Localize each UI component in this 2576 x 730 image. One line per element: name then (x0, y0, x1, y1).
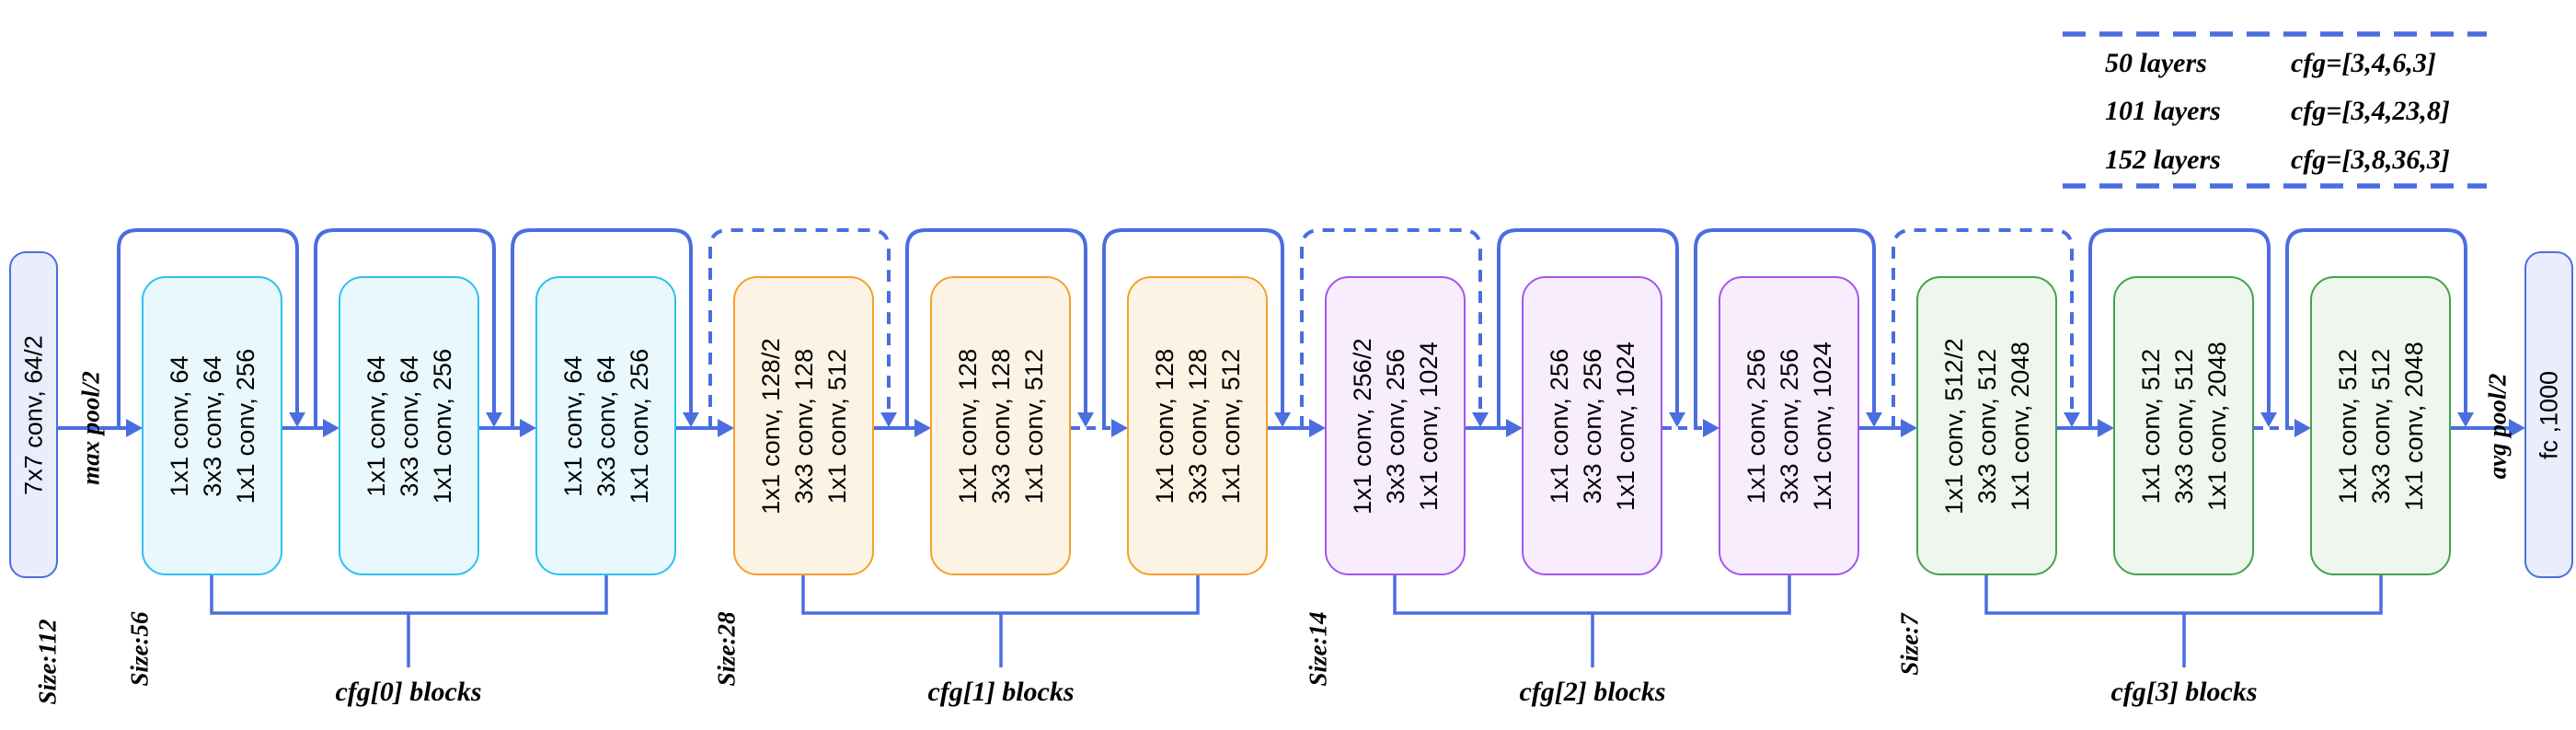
arrowheads (126, 412, 2525, 437)
cfg1-blocks-label: cfg[1] blocks (927, 677, 1075, 707)
conv-block-stage2-1: 1x1 conv, 256/2 3x3 conv, 256 1x1 conv, … (1325, 276, 1466, 575)
conv-block-stage3-2: 1x1 conv, 512 3x3 conv, 512 1x1 conv, 20… (2113, 276, 2254, 575)
skip-arc (117, 228, 299, 428)
fc-box: fc ,1000 (2524, 251, 2573, 578)
input-conv-label: 7x7 conv, 64/2 (19, 334, 47, 495)
size-label-112: Size:112 (33, 619, 62, 705)
legend-cfg-152: cfg=[3,8,36,3] (2291, 145, 2450, 175)
conv-block-text: 1x1 conv, 128 3x3 conv, 128 1x1 conv, 51… (953, 348, 1048, 504)
skip-arc (2088, 228, 2271, 428)
conv-block-text: 1x1 conv, 512 3x3 conv, 512 1x1 conv, 20… (2333, 341, 2428, 511)
conv-block-text: 1x1 conv, 64 3x3 conv, 64 1x1 conv, 256 (165, 348, 259, 504)
size-label-28: Size:28 (712, 611, 741, 687)
conv-block-stage0-3: 1x1 conv, 64 3x3 conv, 64 1x1 conv, 256 (535, 276, 676, 575)
skip-arc (314, 228, 496, 428)
skip-arc (511, 228, 693, 428)
conv-block-text: 1x1 conv, 64 3x3 conv, 64 1x1 conv, 256 (558, 348, 653, 504)
conv-block-text: 1x1 conv, 64 3x3 conv, 64 1x1 conv, 256 (362, 348, 456, 504)
conv-block-text: 1x1 conv, 256 3x3 conv, 256 1x1 conv, 10… (1545, 341, 1639, 511)
size-label-7: Size:7 (1895, 613, 1924, 676)
conv-block-stage1-1: 1x1 conv, 128/2 3x3 conv, 128 1x1 conv, … (733, 276, 874, 575)
avg-pool-label: avg pool/2 (2483, 373, 2512, 479)
conv-block-text: 1x1 conv, 256/2 3x3 conv, 256 1x1 conv, … (1348, 337, 1443, 515)
stage-bracket (801, 575, 1200, 667)
stage-bracket (1393, 575, 1791, 667)
legend-cfg-101: cfg=[3,4,23,8] (2291, 96, 2450, 126)
conv-block-stage1-3: 1x1 conv, 128 3x3 conv, 128 1x1 conv, 51… (1127, 276, 1268, 575)
input-conv-box: 7x7 conv, 64/2 (9, 251, 58, 578)
conv-block-stage2-3: 1x1 conv, 256 3x3 conv, 256 1x1 conv, 10… (1719, 276, 1859, 575)
skip-arc (2285, 228, 2467, 428)
conv-block-stage3-3: 1x1 conv, 512 3x3 conv, 512 1x1 conv, 20… (2310, 276, 2451, 575)
conv-block-stage3-1: 1x1 conv, 512/2 3x3 conv, 512 1x1 conv, … (1916, 276, 2057, 575)
skip-arc-dashed (1892, 228, 2074, 428)
legend-layers-101: 101 layers (2105, 96, 2221, 126)
conv-block-stage2-2: 1x1 conv, 256 3x3 conv, 256 1x1 conv, 10… (1522, 276, 1662, 575)
stage-bracket (1984, 575, 2383, 667)
legend-layers-50: 50 layers (2105, 48, 2207, 78)
legend-layers-152: 152 layers (2105, 145, 2221, 175)
skip-arc (1102, 228, 1284, 428)
size-label-14: Size:14 (1304, 611, 1332, 687)
skip-arc (1497, 228, 1679, 428)
conv-block-text: 1x1 conv, 512 3x3 conv, 512 1x1 conv, 20… (2136, 341, 2231, 511)
skip-arc-dashed (708, 228, 891, 428)
conv-block-stage1-2: 1x1 conv, 128 3x3 conv, 128 1x1 conv, 51… (930, 276, 1071, 575)
conv-block-text: 1x1 conv, 256 3x3 conv, 256 1x1 conv, 10… (1742, 341, 1836, 511)
conv-block-stage0-1: 1x1 conv, 64 3x3 conv, 64 1x1 conv, 256 (142, 276, 282, 575)
legend-cfg-50: cfg=[3,4,6,3] (2291, 48, 2436, 78)
fc-label: fc ,1000 (2535, 370, 2562, 459)
cfg3-blocks-label: cfg[3] blocks (2110, 677, 2258, 707)
conv-block-text: 1x1 conv, 128/2 3x3 conv, 128 1x1 conv, … (756, 337, 851, 515)
size-label-56: Size:56 (125, 611, 154, 687)
cfg2-blocks-label: cfg[2] blocks (1519, 677, 1666, 707)
max-pool-label: max pool/2 (76, 371, 105, 485)
conv-block-text: 1x1 conv, 128 3x3 conv, 128 1x1 conv, 51… (1150, 348, 1245, 504)
cfg0-blocks-label: cfg[0] blocks (335, 677, 482, 707)
conv-block-text: 1x1 conv, 512/2 3x3 conv, 512 1x1 conv, … (1939, 337, 2034, 515)
skip-arc-dashed (1300, 228, 1482, 428)
skip-arc (1694, 228, 1876, 428)
skip-arc (905, 228, 1087, 428)
stage-bracket (210, 575, 608, 667)
conv-block-stage0-2: 1x1 conv, 64 3x3 conv, 64 1x1 conv, 256 (339, 276, 479, 575)
